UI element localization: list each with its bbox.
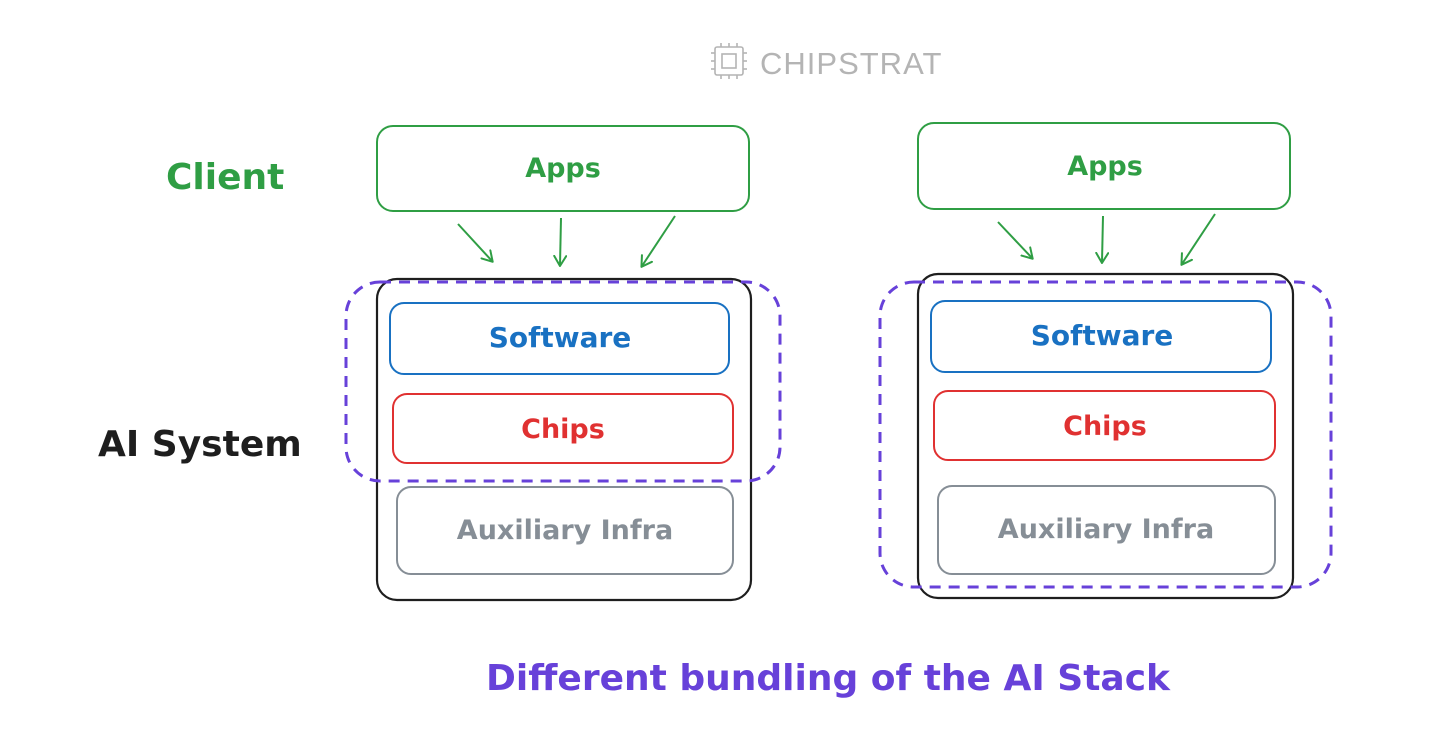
left-arrow-3 bbox=[640, 215, 676, 268]
right-software-label: Software bbox=[1031, 319, 1174, 352]
right-chips-box bbox=[933, 390, 1276, 461]
left-apps-box bbox=[376, 125, 750, 212]
right-stack: Apps Software Chips Auxiliary Infra bbox=[878, 122, 1333, 600]
right-auxiliary-label: Auxiliary Infra bbox=[998, 514, 1214, 545]
right-bundle-dashed bbox=[878, 280, 1333, 589]
left-system-outline bbox=[375, 277, 753, 602]
left-auxiliary-label: Auxiliary Infra bbox=[457, 515, 673, 546]
client-label: Client bbox=[166, 157, 284, 198]
diagram-caption: Different bundling of the AI Stack bbox=[486, 658, 1171, 699]
left-chips-label: Chips bbox=[521, 414, 605, 445]
chip-icon bbox=[711, 43, 747, 79]
left-bundle-dashed bbox=[344, 280, 782, 483]
left-software-box bbox=[389, 302, 730, 375]
logo-text: CHIPSTRAT bbox=[760, 46, 942, 81]
right-software-box bbox=[930, 300, 1272, 373]
right-auxiliary-box bbox=[937, 485, 1276, 575]
left-auxiliary-box bbox=[396, 486, 734, 575]
chipstrat-logo: CHIPSTRAT bbox=[711, 43, 942, 81]
ai-system-label: AI System bbox=[98, 424, 302, 465]
right-system-outline bbox=[916, 272, 1295, 600]
left-chips-box bbox=[392, 393, 734, 464]
right-arrow-3 bbox=[1180, 213, 1216, 266]
right-chips-label: Chips bbox=[1063, 411, 1147, 442]
right-arrow-1 bbox=[997, 221, 1034, 260]
left-stack: Apps Software Chips Auxiliary Infra bbox=[344, 125, 782, 602]
left-software-label: Software bbox=[489, 321, 632, 354]
left-arrow-2 bbox=[553, 217, 568, 267]
left-arrow-1 bbox=[457, 223, 494, 263]
right-apps-box bbox=[917, 122, 1291, 210]
left-apps-label: Apps bbox=[525, 153, 601, 184]
right-arrow-2 bbox=[1095, 215, 1110, 264]
right-apps-label: Apps bbox=[1067, 151, 1143, 182]
